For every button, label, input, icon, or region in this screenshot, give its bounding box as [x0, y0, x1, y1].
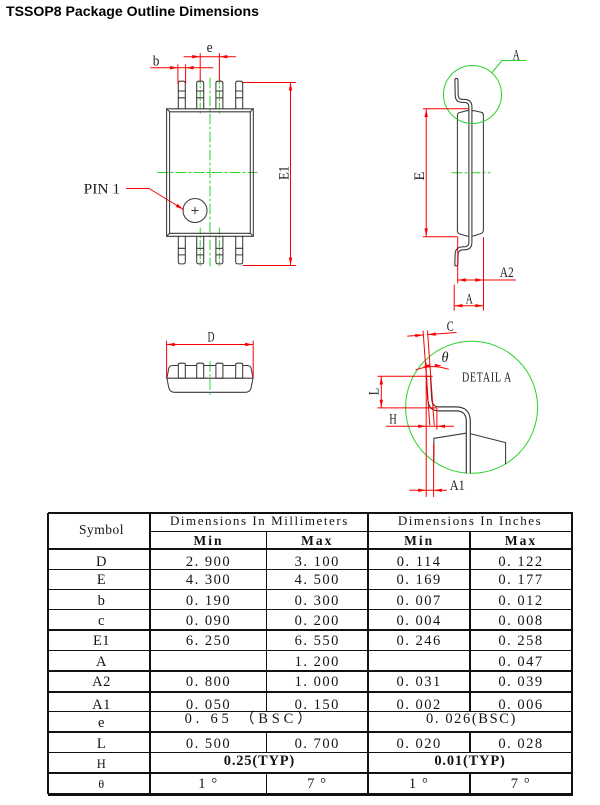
svg-text:PIN 1: PIN 1 — [84, 182, 121, 198]
svg-text:A2: A2 — [500, 265, 514, 281]
svg-text:e: e — [207, 40, 213, 56]
svg-text:E: E — [412, 172, 428, 181]
svg-text:A: A — [513, 47, 520, 63]
svg-text:θ: θ — [442, 350, 450, 366]
svg-text:E1: E1 — [277, 166, 293, 180]
svg-text:A: A — [466, 292, 473, 308]
svg-text:C: C — [447, 319, 454, 335]
svg-text:H: H — [389, 412, 397, 428]
svg-text:D: D — [208, 330, 215, 346]
svg-text:DETAIL A: DETAIL A — [462, 370, 512, 385]
svg-text:b: b — [153, 54, 160, 70]
svg-text:A1: A1 — [450, 478, 465, 494]
svg-text:L: L — [367, 388, 383, 396]
